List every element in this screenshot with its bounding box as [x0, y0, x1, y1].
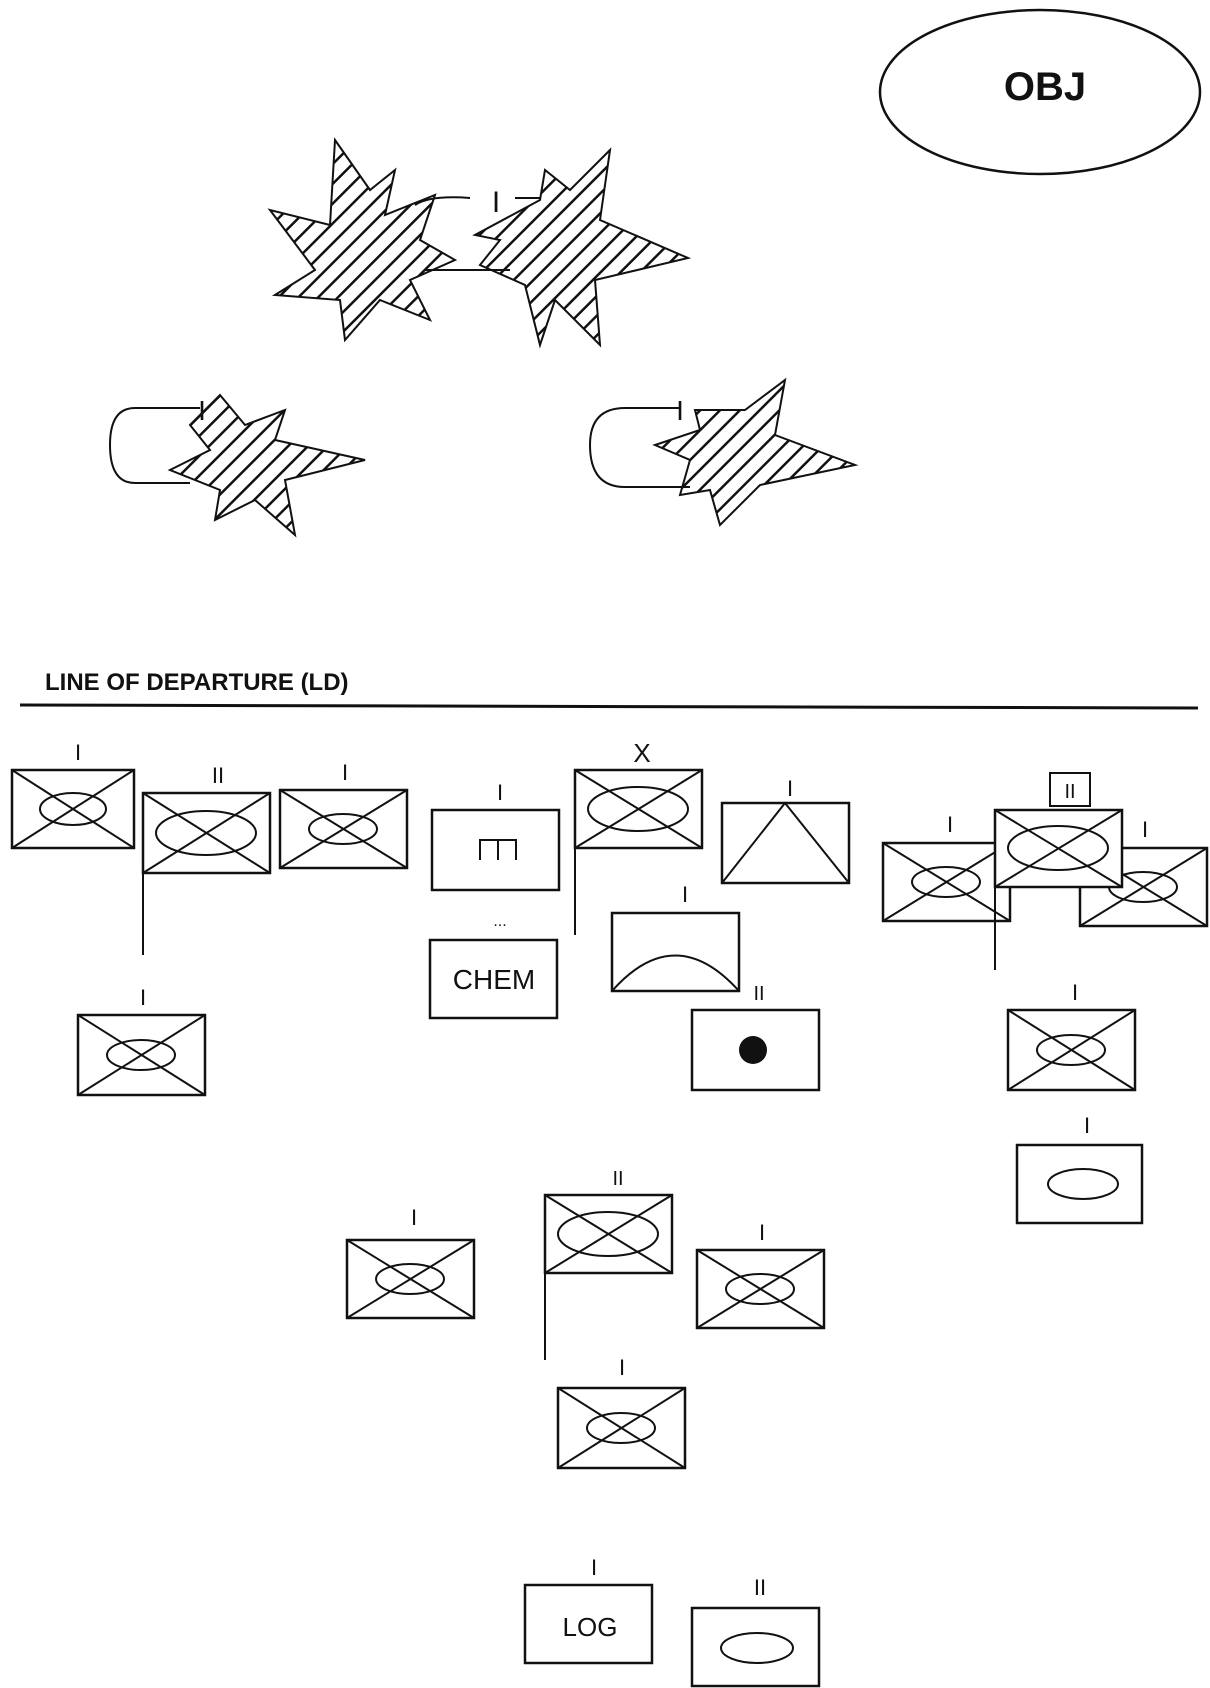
infantry-unit-1-echelon: I	[75, 740, 81, 765]
enemy-left-position: I	[108, 393, 366, 538]
armor-battalion-unit: II	[690, 1575, 821, 1688]
chem-echelon: ...	[493, 913, 506, 930]
center-group: I II I I	[345, 1168, 826, 1470]
infantry-unit-2: II	[141, 763, 272, 875]
chem-unit: CHEM ...	[428, 913, 559, 1020]
logistics-label: LOG	[563, 1612, 618, 1642]
enemy-burst-left	[267, 137, 458, 343]
infantry-unit-1: I	[10, 740, 136, 850]
right-hq-echelon: II	[1064, 781, 1075, 803]
infantry-unit-3-echelon: I	[342, 760, 348, 785]
right-hq-unit: II	[993, 772, 1124, 889]
field-artillery-echelon: I	[787, 776, 793, 801]
right-infantry-lower-echelon: I	[1072, 980, 1078, 1005]
center-infantry-right: I	[695, 1220, 826, 1330]
infantry-unit-3: I	[278, 760, 409, 870]
right-infantry-left: I	[881, 812, 1012, 923]
chem-label: CHEM	[453, 964, 535, 995]
enemy-right-position: I	[588, 377, 859, 527]
center-infantry-lower-echelon: I	[619, 1355, 625, 1380]
infantry-unit-4: I	[76, 985, 207, 1097]
center-hq-unit: II	[543, 1168, 674, 1275]
enemy-main-position: I	[267, 137, 692, 349]
enemy-main-echelon: I	[492, 186, 500, 219]
center-infantry-lower: I	[556, 1355, 687, 1470]
enemy-left-echelon: I	[198, 395, 206, 426]
center-infantry-right-echelon: I	[759, 1220, 765, 1245]
medical-echelon: II	[753, 983, 764, 1005]
center-hq-echelon: II	[612, 1168, 623, 1190]
engineer-echelon: I	[497, 780, 503, 805]
brigade-unit: X	[573, 738, 704, 935]
enemy-burst-right	[472, 147, 692, 349]
infantry-unit-2-echelon: II	[212, 763, 224, 788]
right-armor-unit: I	[1015, 1113, 1144, 1225]
enemy-right-echelon: I	[676, 395, 684, 426]
objective-label: OBJ	[1004, 65, 1086, 109]
right-infantry-left-echelon: I	[947, 812, 953, 837]
right-armor-echelon: I	[1084, 1113, 1090, 1138]
center-infantry-left-echelon: I	[411, 1205, 417, 1230]
right-infantry-lower: I	[1006, 980, 1137, 1092]
enemy-burst-small-left	[167, 393, 366, 538]
logistics-echelon: I	[591, 1555, 597, 1580]
recon-arc-echelon: I	[682, 882, 688, 907]
center-infantry-left: I	[345, 1205, 476, 1320]
line-of-departure: LINE OF DEPARTURE (LD)	[19, 669, 1199, 710]
recon-arc-unit: I	[610, 882, 741, 993]
brigade-echelon: X	[633, 738, 650, 768]
medical-unit: II	[690, 983, 821, 1092]
logistics-unit: LOG I	[523, 1555, 654, 1665]
engineer-unit: I	[430, 780, 561, 892]
field-artillery-unit: I	[720, 776, 851, 885]
right-infantry-right-echelon: I	[1142, 817, 1148, 842]
armor-battalion-echelon: II	[754, 1575, 766, 1600]
right-group: I I II I I	[881, 772, 1209, 1225]
enemy-burst-small-right	[652, 377, 859, 527]
objective-symbol: OBJ	[878, 8, 1202, 176]
left-group: I II I I	[10, 740, 409, 1097]
infantry-unit-4-echelon: I	[140, 985, 146, 1010]
ld-label: LINE OF DEPARTURE (LD)	[45, 669, 349, 696]
